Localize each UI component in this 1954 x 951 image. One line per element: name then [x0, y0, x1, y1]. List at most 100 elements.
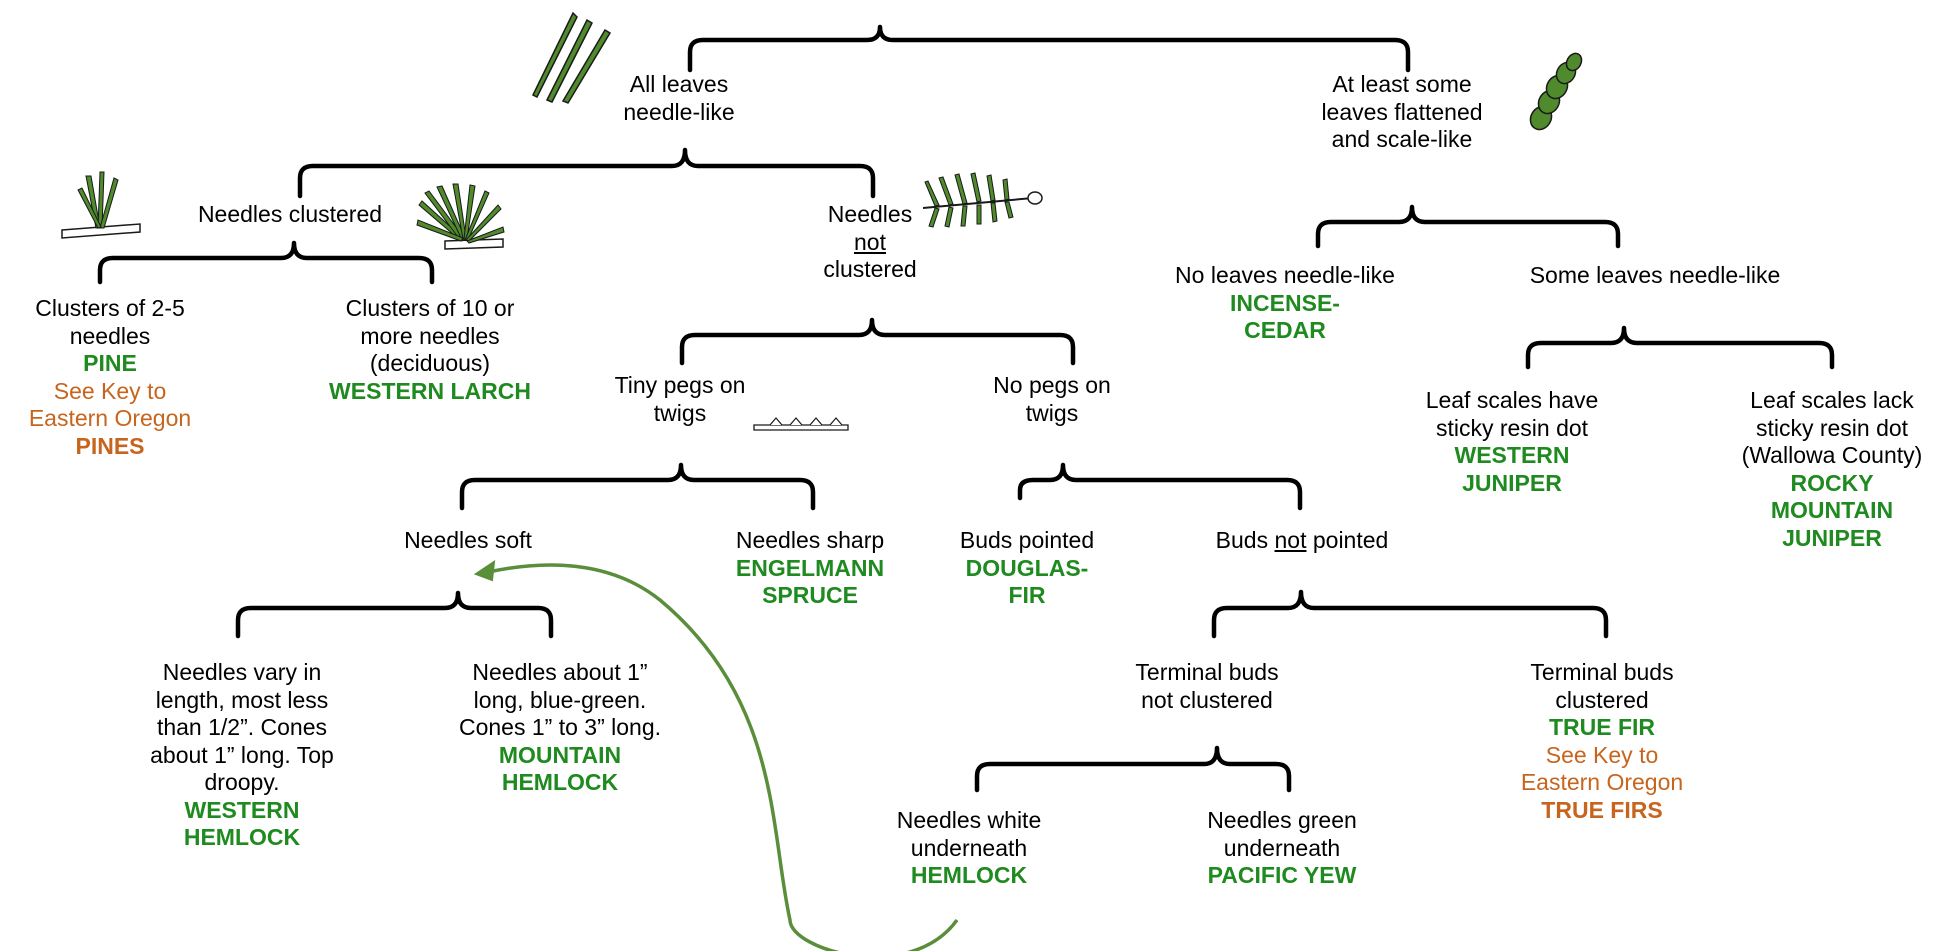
node-label: Leaf scales have — [1425, 387, 1599, 413]
species-name: WESTERN LARCH — [329, 377, 531, 404]
node-label: Leaf scales lack — [1750, 387, 1914, 413]
bracket-no-pegs — [1017, 462, 1303, 511]
node-label: Clusters of 10 or — [345, 295, 515, 321]
node-label: underneath — [1223, 834, 1341, 861]
twig-pegs-icon — [753, 417, 849, 431]
node-label: Tiny pegs on — [614, 372, 746, 398]
node-label: leaves flattened — [1321, 98, 1483, 125]
node-label: length, most less — [155, 686, 329, 713]
node-label: No pegs on — [993, 372, 1111, 398]
needle-bundle-icon — [532, 11, 612, 104]
species-name: JUNIPER — [1462, 469, 1562, 496]
species-name: HEMLOCK — [910, 862, 1028, 888]
node-label: Needles — [827, 201, 913, 227]
bracket-tiny-pegs — [459, 462, 816, 511]
species-name: PINE — [83, 350, 137, 376]
species-name: DOUGLAS- — [965, 554, 1089, 581]
node-label: Cones 1” to 3” long. — [458, 714, 662, 740]
species-name: CEDAR — [1244, 317, 1326, 343]
species-name: WESTERN — [1454, 442, 1570, 468]
node-label: sticky resin dot — [1755, 414, 1909, 441]
bracket-buds-not-pointed — [1211, 589, 1609, 639]
reference-note: Eastern Oregon — [28, 405, 192, 431]
node-label: more needles — [360, 322, 500, 349]
species-name: HEMLOCK — [501, 769, 619, 795]
node-needles-about-1in: Needles about 1”long, blue-green.Cones 1… — [459, 659, 661, 797]
bracket-some-needle-like — [1525, 325, 1835, 370]
bracket-clustered — [97, 240, 435, 285]
node-label: needles — [69, 322, 151, 349]
bracket-root — [687, 24, 1411, 73]
node-label: and scale-like — [1331, 126, 1473, 152]
node-label: Buds — [1215, 527, 1275, 553]
species-name: MOUNTAIN — [1770, 497, 1894, 523]
node-label-underlined: not — [1274, 527, 1307, 553]
bracket-needle-like — [297, 147, 876, 199]
node-label: clustered — [823, 256, 917, 282]
species-name: FIR — [1008, 582, 1046, 608]
species-name: INCENSE- — [1230, 289, 1340, 316]
node-label: clustered — [1555, 686, 1649, 713]
node-label-underlined: not — [854, 228, 886, 255]
bracket-needles-soft — [235, 590, 554, 639]
bracket-terminal-not-clustered — [974, 745, 1292, 793]
species-name: ROCKY — [1790, 469, 1874, 496]
node-label: long, blue-green. — [473, 686, 647, 713]
node-label: sticky resin dot — [1435, 414, 1589, 441]
node-label: than 1/2”. Cones — [156, 714, 328, 740]
node-label: needle-like — [623, 98, 735, 125]
node-label: Needles vary in — [162, 659, 322, 685]
node-label: Some leaves needle-like — [1529, 262, 1781, 288]
species-name: JUNIPER — [1782, 524, 1882, 551]
needle-cluster-large-icon — [416, 183, 505, 250]
node-label: pointed — [1306, 527, 1389, 553]
bracket-not-clustered — [679, 317, 1076, 366]
cross-reference-arrow — [473, 559, 959, 951]
node-needles-not-clustered: Needles not clustered — [823, 201, 916, 284]
node-label: twigs — [653, 399, 707, 426]
node-label: At least some — [1332, 71, 1472, 97]
species-name: HEMLOCK — [183, 824, 301, 850]
node-label: Needles about 1” — [472, 659, 648, 685]
node-needles-soft: Needles soft — [404, 527, 532, 555]
node-label: Terminal buds — [1530, 659, 1674, 685]
reference-note: Eastern Oregon — [1520, 769, 1684, 795]
reference-note: See Key to — [1545, 741, 1659, 768]
reference-key-name: PINES — [75, 432, 145, 459]
node-label: Needles green — [1207, 807, 1357, 833]
node-label: not clustered — [1141, 686, 1273, 713]
node-label: droopy. — [204, 769, 280, 795]
node-label: All leaves — [629, 71, 729, 97]
species-name: SPRUCE — [762, 582, 858, 608]
node-label: Clusters of 2-5 — [35, 295, 185, 321]
node-label: Terminal buds — [1135, 659, 1279, 685]
species-name: WESTERN — [184, 796, 300, 823]
species-name: MOUNTAIN — [498, 741, 622, 768]
node-buds-not-pointed: Buds not pointed — [1216, 527, 1389, 555]
bracket-scale-like — [1315, 204, 1621, 249]
node-label: (Wallowa County) — [1741, 442, 1923, 468]
reference-key-name: TRUE FIRS — [1541, 796, 1663, 823]
node-label: Needles soft — [404, 527, 532, 553]
node-needles-clustered: Needles clustered — [198, 201, 382, 229]
node-label: Needles white — [896, 807, 1042, 833]
reference-note: See Key to — [53, 377, 167, 404]
node-label: twigs — [1025, 399, 1079, 426]
